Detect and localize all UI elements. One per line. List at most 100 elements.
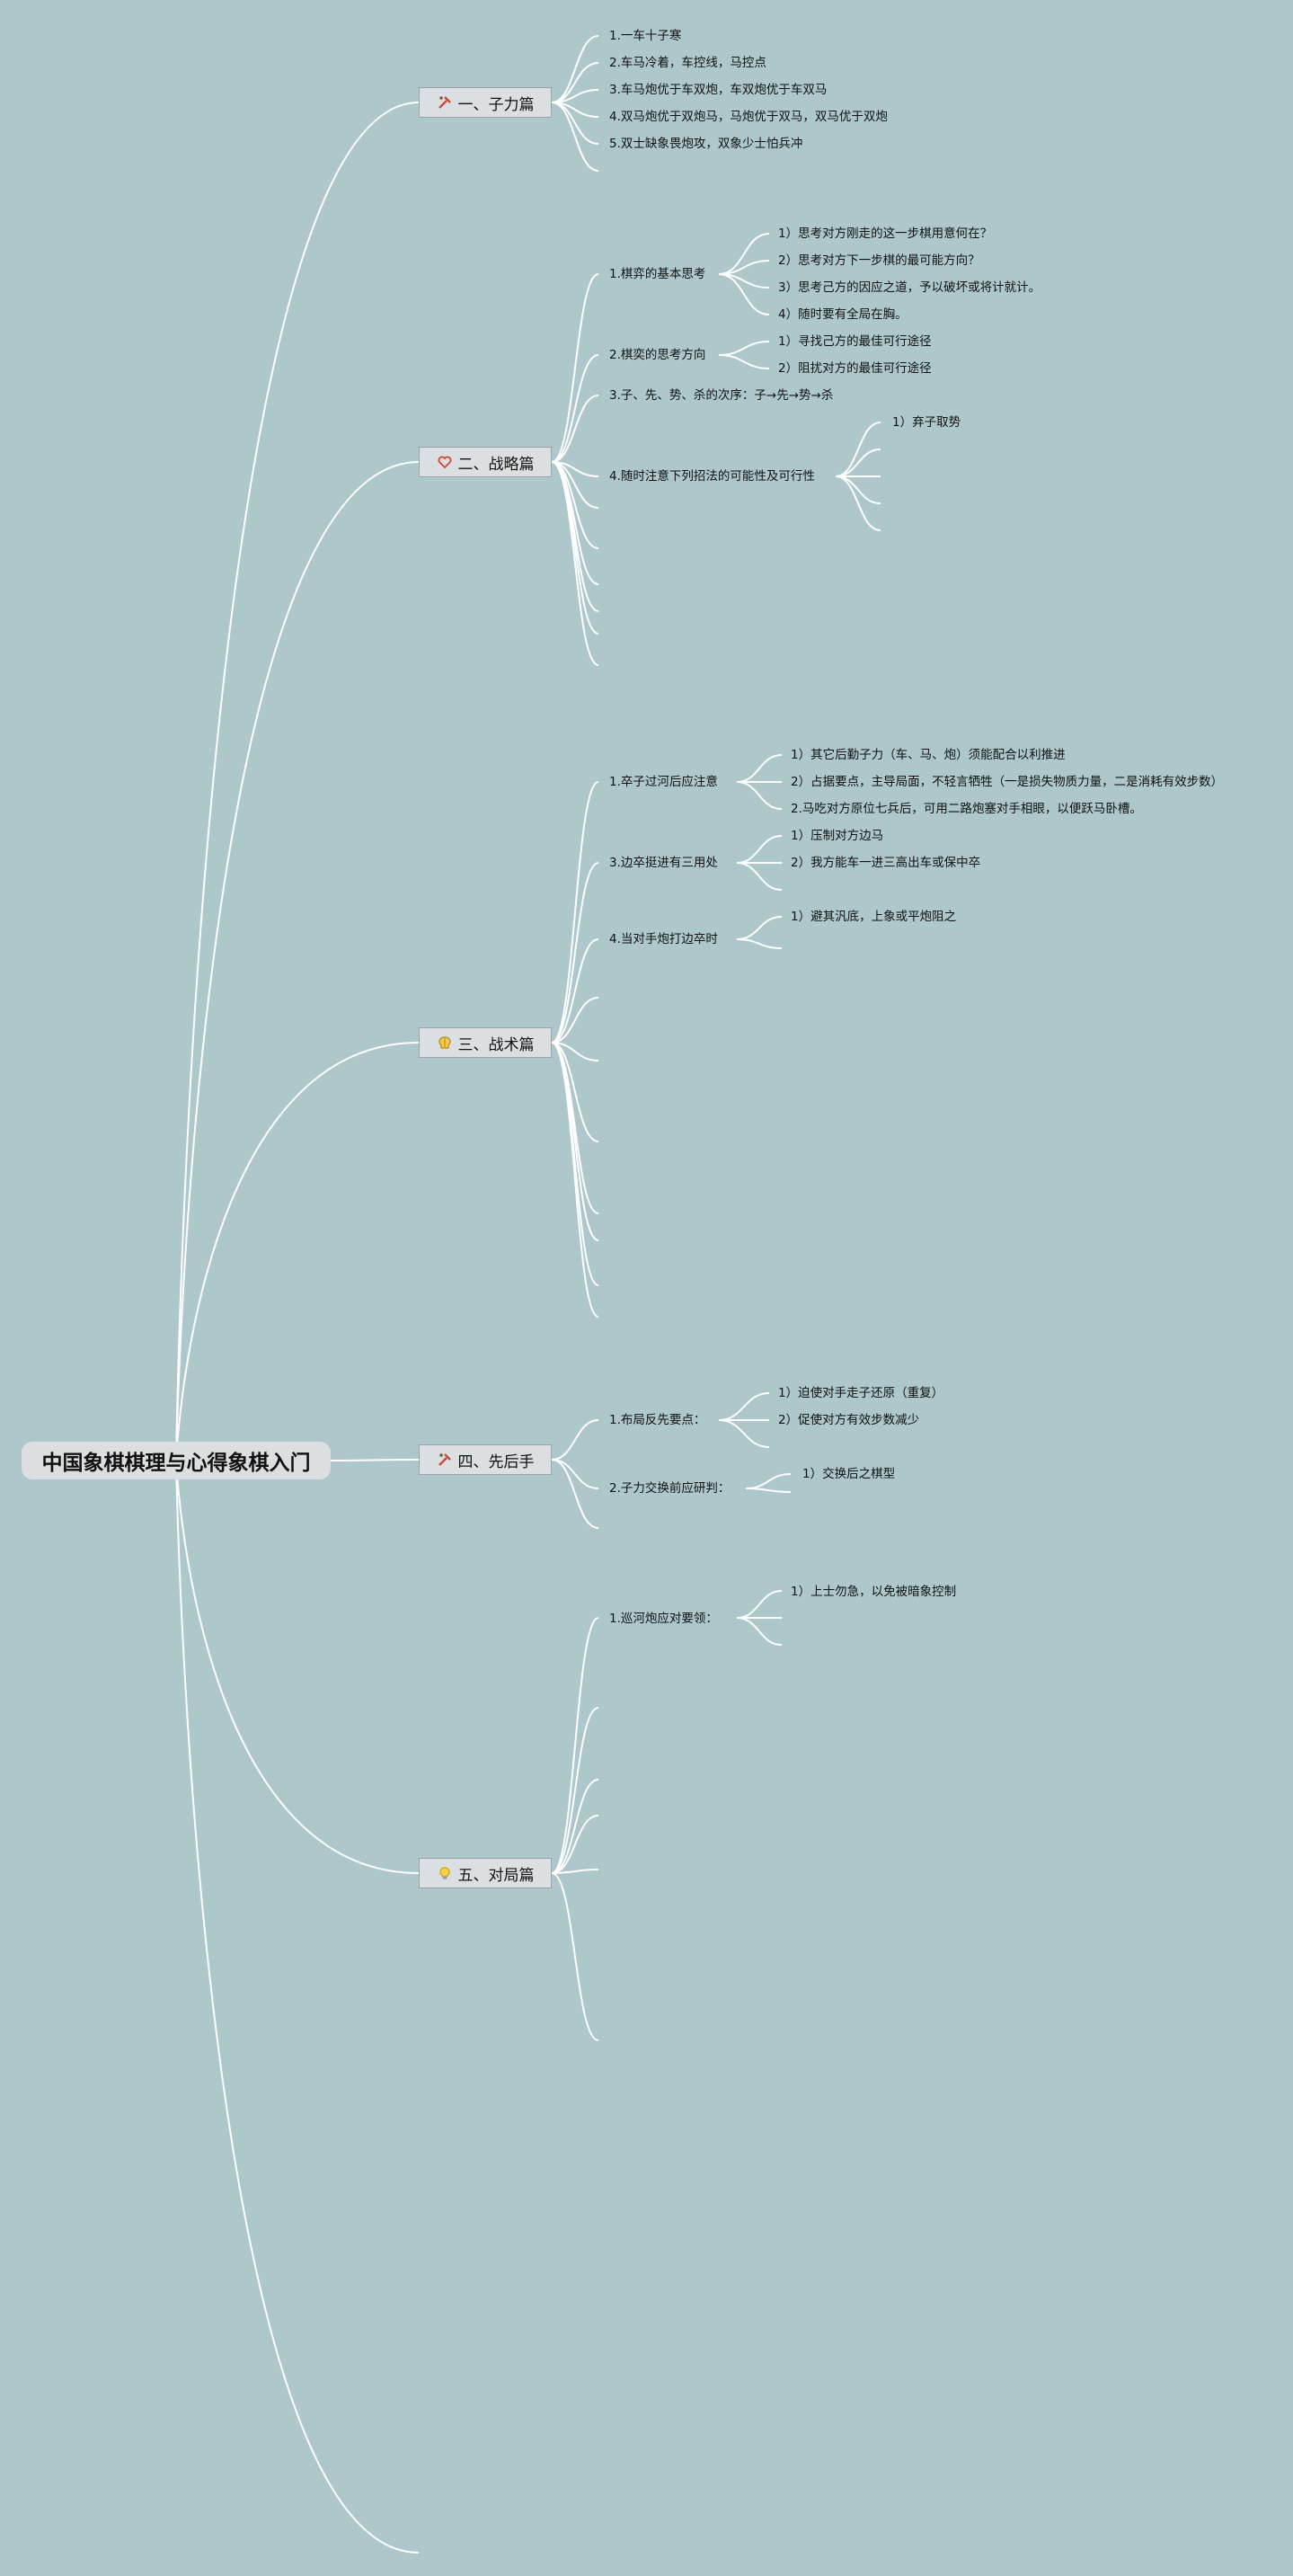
branch-label: 二、战略篇	[457, 455, 535, 474]
leaf-item: 4.双马炮优于双炮马，马炮优于双马，双马优于双炮	[609, 110, 888, 124]
connector-line	[835, 475, 881, 531]
branch-tactics[interactable]: 三、战术篇	[419, 1027, 552, 1058]
sub-item: 1）迫使对手走子还原（重复）	[778, 1386, 944, 1400]
connector-line	[551, 35, 599, 103]
chess-tools-icon	[437, 1452, 453, 1468]
connector-line	[551, 1869, 599, 1874]
connector-line	[551, 862, 599, 1044]
leaf-item: 2.棋奕的思考方向	[609, 348, 706, 362]
leaf-item: 1.卒子过河后应注意	[609, 775, 718, 789]
leaf-item: 2.车马冷着，车控线，马控点	[609, 56, 766, 70]
leaf-item: 1.布局反先要点：	[609, 1413, 706, 1427]
connector-line	[835, 475, 881, 504]
leaf-item: 3.子、先、势、杀的次序：子→先→势→杀	[609, 388, 834, 403]
sub-item: 1）思考对方刚走的这一步棋用意何在？	[778, 227, 993, 241]
sub-item: 1）寻找己方的最佳可行途径	[778, 334, 932, 349]
connector-line	[551, 1042, 599, 1142]
branch-label: 三、战术篇	[457, 1035, 535, 1054]
connector-line	[736, 835, 783, 864]
connector-line	[551, 1617, 599, 1874]
branch-piece-power[interactable]: 一、子力篇	[419, 87, 552, 118]
connector-line	[551, 461, 599, 666]
branch-label: 一、子力篇	[457, 95, 535, 114]
connector-line	[551, 273, 599, 463]
connector-line	[745, 1473, 792, 1489]
connector-line	[551, 1042, 599, 1241]
connector-line	[736, 781, 783, 810]
sub-item: 3）思考己方的因应之道，予以破坏或将计就计。	[778, 280, 1041, 295]
connector-line	[745, 1488, 792, 1493]
root-connector	[330, 1459, 420, 1461]
root-connector	[175, 102, 420, 1461]
connector-line	[718, 1419, 770, 1448]
root-title: 中国象棋棋理与心得象棋入门	[41, 1452, 311, 1475]
connector-line	[551, 1459, 599, 1489]
connector-line	[551, 1042, 599, 1318]
connector-line	[551, 102, 599, 172]
leaf-item: 2.子力交换前应研判：	[609, 1481, 731, 1496]
root-connector	[175, 1042, 420, 1461]
connector-line	[736, 938, 783, 949]
connector-line	[551, 1419, 599, 1461]
leaf-item: 1.棋弈的基本思考	[609, 267, 706, 281]
leaf-item: 4.当对手炮打边卒时	[609, 932, 718, 946]
connector-line	[736, 916, 783, 940]
connector-line	[551, 1459, 599, 1529]
connector-line	[718, 233, 770, 275]
leaf-item: 1.巡河炮应对要领：	[609, 1612, 718, 1626]
heart-icon	[437, 454, 453, 470]
branch-gameplay[interactable]: 五、对局篇	[419, 1858, 552, 1888]
sub-item: 2）我方能车一进三高出车或保中卒	[791, 856, 981, 870]
connector-line	[551, 781, 599, 1044]
sub-item: 4）随时要有全局在胸。	[778, 307, 908, 322]
connector-line	[551, 1707, 599, 1874]
sub-item: 2）促使对方有效步数减少	[778, 1413, 920, 1427]
chess-tools-icon	[437, 94, 453, 111]
connector-line	[551, 1042, 599, 1286]
sub-item: 1）其它后勤子力（车、马、炮）须能配合以利推进	[791, 748, 1066, 762]
root-node[interactable]: 中国象棋棋理与心得象棋入门	[22, 1442, 331, 1479]
sub-item: 2）占据要点，主导局面，不轻言牺牲（一是损失物质力量，二是消耗有效步数）	[791, 775, 1224, 789]
leaf-item: 3.车马炮优于车双炮，车双炮优于车双马	[609, 83, 828, 97]
sub-item: 1）弃子取势	[892, 415, 961, 430]
connector-line	[551, 1042, 599, 1061]
connector-line	[551, 1815, 599, 1874]
connector-line	[551, 1872, 599, 2041]
connector-line	[551, 395, 599, 463]
connector-line	[736, 862, 783, 891]
connector-line	[835, 449, 881, 477]
sub-item: 1）压制对方边马	[791, 829, 884, 843]
leaf-item: 3.边卒挺进有三用处	[609, 856, 718, 870]
root-connector	[175, 1460, 420, 1874]
branch-label: 四、先后手	[457, 1452, 535, 1471]
branch-tempo[interactable]: 四、先后手	[419, 1444, 552, 1475]
lightbulb-icon	[437, 1865, 453, 1881]
connector-line	[718, 273, 770, 315]
connector-line	[736, 754, 783, 783]
connector-line	[718, 1392, 770, 1421]
connector-line	[718, 341, 770, 356]
brain-icon	[437, 1035, 453, 1051]
sub-item: 2）思考对方下一步棋的最可能方向？	[778, 253, 980, 268]
leaf-item: 4.随时注意下列招法的可能性及可行性	[609, 469, 815, 484]
connector-line	[551, 997, 599, 1044]
root-connector	[175, 461, 420, 1461]
connector-line	[736, 1617, 783, 1646]
branch-label: 五、对局篇	[457, 1866, 535, 1885]
leaf-item: 1.一车十子寒	[609, 29, 682, 43]
connector-line	[551, 354, 599, 463]
branch-strategy[interactable]: 二、战略篇	[419, 447, 552, 477]
sub-item: 1）上士勿急，以免被暗象控制	[791, 1585, 957, 1599]
sub-item: 2.马吃对方原位七兵后，可用二路炮塞对手相眼，以便跃马卧槽。	[791, 802, 1142, 816]
sub-item: 2）阻扰对方的最佳可行途径	[778, 361, 932, 376]
connector-line	[551, 1779, 599, 1874]
connector-line	[736, 1590, 783, 1619]
connector-line	[835, 422, 881, 477]
root-connector	[175, 1460, 420, 2554]
connector-line	[718, 354, 770, 369]
connector-line	[551, 938, 599, 1044]
connector-line	[551, 461, 599, 635]
sub-item: 1）避其汎底，上象或平炮阻之	[791, 910, 957, 924]
